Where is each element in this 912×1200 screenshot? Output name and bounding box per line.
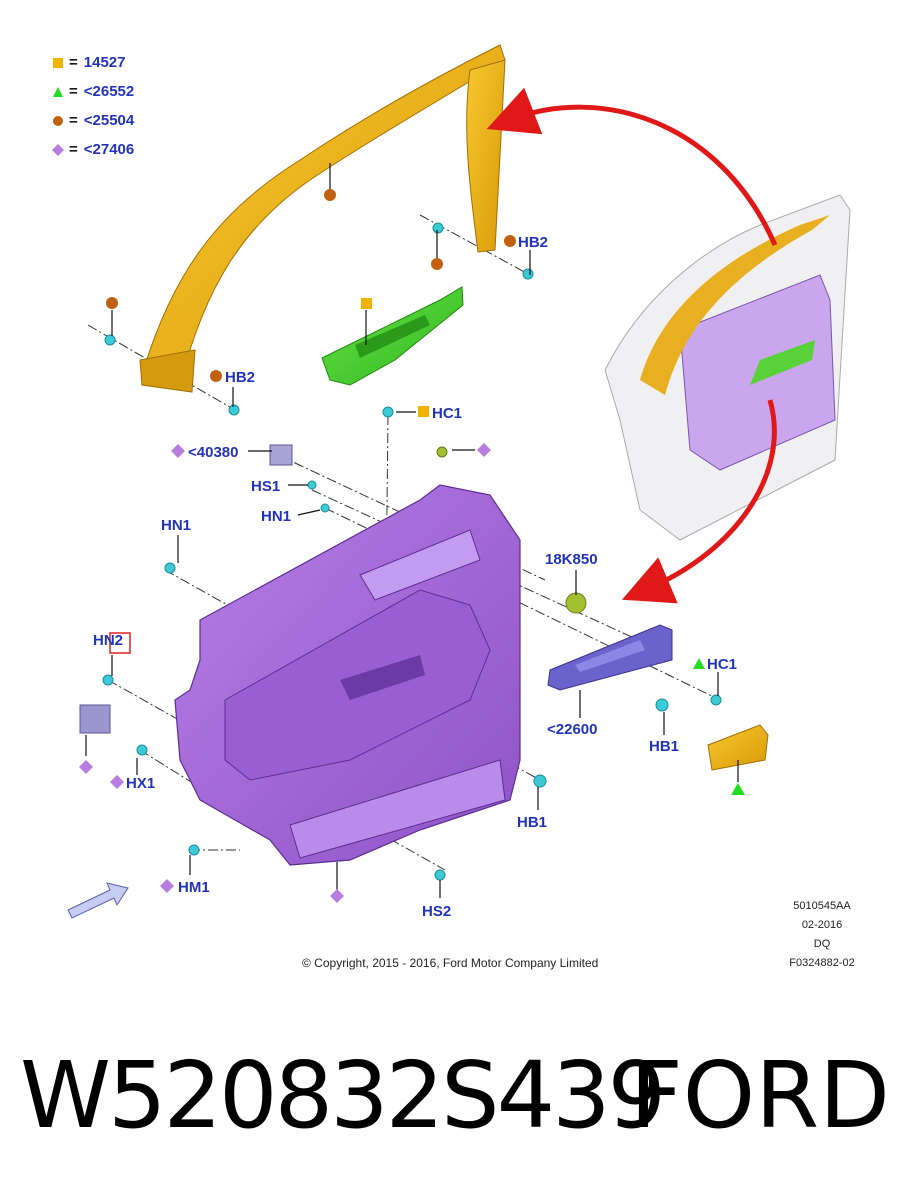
exploded-view: HB2 HB2 HC1 <40380 HS1 HN1 HN1 HN2 HX1 1… xyxy=(67,44,851,920)
square-marker-icon xyxy=(361,298,372,309)
callout-hb2: HB2 xyxy=(225,369,255,386)
speaker-grommet xyxy=(565,592,587,614)
square-marker-icon xyxy=(418,406,429,417)
diamond-marker-icon xyxy=(160,879,174,893)
legend-value: <27406 xyxy=(83,141,135,158)
diamond-marker-icon xyxy=(330,889,344,903)
circle-marker-icon xyxy=(106,297,118,309)
callout-hs2: HS2 xyxy=(422,903,451,920)
pin-icon xyxy=(655,698,669,712)
legend-equals: = xyxy=(69,141,78,158)
legend-row-diamond: = <27406 xyxy=(52,135,134,164)
pad-block xyxy=(79,704,111,734)
legend-equals: = xyxy=(69,112,78,129)
callout-hn2: HN2 xyxy=(93,632,123,649)
pin-icon xyxy=(136,744,148,756)
callout-hm1: HM1 xyxy=(178,879,210,896)
pin-icon xyxy=(102,674,114,686)
pin-icon xyxy=(164,562,176,574)
pin-icon xyxy=(307,480,317,490)
pin-icon xyxy=(104,334,116,346)
legend-row-square: = 14527 xyxy=(52,48,134,77)
callout-hs1: HS1 xyxy=(251,478,280,495)
pin-icon xyxy=(228,404,240,416)
meta-line: DQ xyxy=(813,938,831,950)
window-switch-bezel xyxy=(321,286,464,386)
triangle-symbol-icon xyxy=(53,86,63,97)
drawing-metadata: 5010545AA 02-2016 DQ F0324882-02 xyxy=(762,897,882,973)
circle-symbol-icon xyxy=(53,115,63,126)
legend-value: 14527 xyxy=(83,54,126,71)
pin-icon xyxy=(522,268,534,280)
callout-labels: HB2 HB2 HC1 <40380 HS1 HN1 HN1 HN2 HX1 1… xyxy=(93,234,737,920)
part-number: W520832S439 xyxy=(20,1042,666,1149)
clip-block xyxy=(269,444,293,466)
circle-marker-icon xyxy=(324,189,336,201)
part-caption: W520832S439 FORD xyxy=(0,1050,912,1160)
callout-hb1: HB1 xyxy=(517,814,547,831)
pin-icon xyxy=(434,869,446,881)
pin-icon xyxy=(436,446,448,458)
callout-hc1: HC1 xyxy=(432,405,462,422)
pin-icon xyxy=(710,694,722,706)
pin-icon xyxy=(382,406,394,418)
diamond-marker-icon xyxy=(171,444,185,458)
view-arrow-icon xyxy=(67,882,129,919)
meta-line: 5010545AA xyxy=(793,900,851,912)
legend-row-circle: = <25504 xyxy=(52,106,134,135)
pin-icon xyxy=(320,503,330,513)
legend-equals: = xyxy=(69,54,78,71)
pin-icon xyxy=(533,774,547,788)
diamond-marker-icon xyxy=(79,760,93,774)
callout-hx1: HX1 xyxy=(126,775,155,792)
leader-lines xyxy=(85,163,739,898)
callout-hb1: HB1 xyxy=(649,738,679,755)
meta-line: F0324882-02 xyxy=(789,957,855,969)
pin-icon xyxy=(432,222,444,234)
circle-marker-icon xyxy=(210,370,222,382)
door-trim-panel xyxy=(174,484,521,866)
arrow-frame-icon xyxy=(486,87,778,247)
diamond-symbol-icon xyxy=(52,143,64,156)
diamond-marker-icon xyxy=(477,443,491,457)
callout-hn1: HN1 xyxy=(261,508,291,525)
door-pull-handle xyxy=(547,624,673,691)
callout-40380: <40380 xyxy=(188,444,238,461)
legend-value: <26552 xyxy=(83,83,135,100)
arrow-panel-icon xyxy=(621,399,777,604)
callout-hc1: HC1 xyxy=(707,656,737,673)
vehicle-context xyxy=(604,194,851,541)
copyright-notice: © Copyright, 2015 - 2016, Ford Motor Com… xyxy=(302,956,599,970)
triangle-marker-icon xyxy=(693,658,705,669)
legend-equals: = xyxy=(69,83,78,100)
legend-row-triangle: = <26552 xyxy=(52,77,134,106)
door-frame-weatherstrip xyxy=(139,44,506,393)
square-symbol-icon xyxy=(53,57,63,68)
brand-name: FORD xyxy=(629,1042,890,1149)
highlight-box xyxy=(109,632,131,654)
parts-diagram: = 14527 = <26552 = <25504 = <27406 xyxy=(52,44,882,973)
trim-bracket xyxy=(707,724,769,771)
meta-line: 02-2016 xyxy=(801,919,843,931)
triangle-marker-icon xyxy=(731,783,745,795)
fasteners xyxy=(102,222,722,881)
legend-value: <25504 xyxy=(83,112,135,129)
diamond-marker-icon xyxy=(110,775,124,789)
circle-marker-icon xyxy=(431,258,443,270)
callout-18k850: 18K850 xyxy=(545,551,598,568)
callout-hb2: HB2 xyxy=(518,234,548,251)
callout-hn1: HN1 xyxy=(161,517,191,534)
callout-22600: <22600 xyxy=(547,721,597,738)
pin-icon xyxy=(188,844,200,856)
symbol-markers xyxy=(79,189,745,903)
circle-marker-icon xyxy=(504,235,516,247)
symbol-legend: = 14527 = <26552 = <25504 = <27406 xyxy=(52,48,134,164)
